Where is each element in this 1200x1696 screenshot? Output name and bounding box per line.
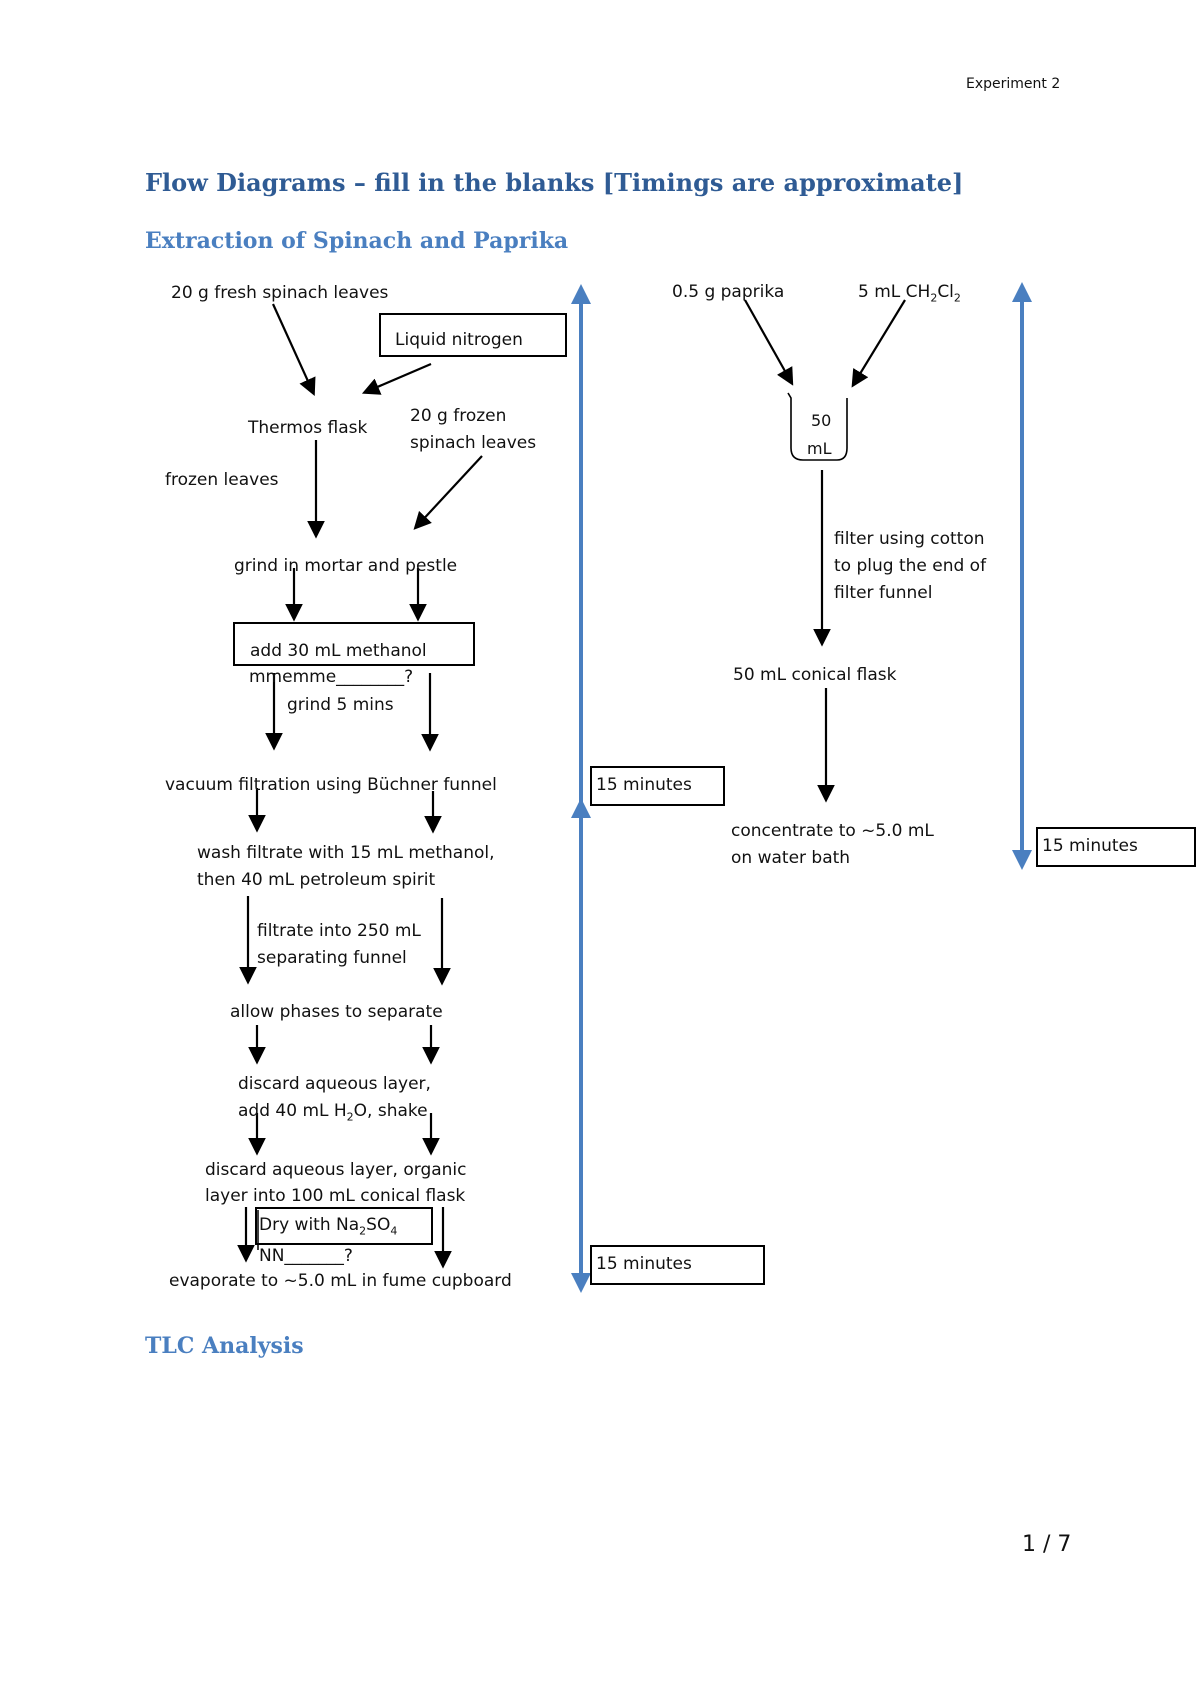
step-filter-3: filter funnel <box>834 583 933 603</box>
step-discard-1a: discard aqueous layer, <box>238 1074 431 1094</box>
step-paprika: 0.5 g paprika <box>672 282 785 302</box>
section-heading-extraction: Extraction of Spinach and Paprika <box>145 228 569 254</box>
beaker-label-2: mL <box>807 439 832 458</box>
step-frozen-spinach-2: spinach leaves <box>410 433 537 453</box>
step-dichloromethane: 5 mL CH2Cl2 <box>858 282 961 305</box>
step-fresh-spinach: 20 g fresh spinach leaves <box>171 283 389 303</box>
step-discard-2a: discard aqueous layer, organic <box>205 1160 467 1180</box>
step-conical-flask: 50 mL conical flask <box>733 665 897 685</box>
blank-answer-2: NN_______? <box>259 1246 353 1266</box>
step-frozen-spinach-1: 20 g frozen <box>410 406 507 426</box>
beaker-outline <box>787 392 848 461</box>
step-evaporate: evaporate to ~5.0 mL in fume cupboard <box>169 1271 512 1291</box>
step-discard-1b: add 40 mL H2O, shake <box>238 1101 428 1124</box>
section-heading-tlc: TLC Analysis <box>145 1333 304 1359</box>
page-number: 1 / 7 <box>1022 1532 1072 1557</box>
dry-label: Dry with Na2SO4 <box>259 1215 398 1238</box>
blank-answer-1: mmemme________? <box>249 667 414 687</box>
step-vacuum-filtration: vacuum filtration using Büchner funnel <box>165 775 497 795</box>
step-wash-2: then 40 mL petroleum spirit <box>197 870 436 890</box>
step-filter-2: to plug the end of <box>834 556 987 576</box>
timing-box-spinach-2: 15 minutes <box>590 1245 765 1285</box>
timing-label: 15 minutes <box>1042 836 1138 856</box>
step-filtrate-1: filtrate into 250 mL <box>257 921 421 941</box>
step-filter-1: filter using cotton <box>834 529 985 549</box>
add-methanol-box: add 30 mL methanol <box>233 622 475 666</box>
step-grind-5-mins: grind 5 mins <box>287 695 394 715</box>
step-discard-2b: layer into 100 mL conical flask <box>205 1186 466 1206</box>
page-title: Flow Diagrams – fill in the blanks [Timi… <box>145 168 964 197</box>
step-concentrate-1: concentrate to ~5.0 mL <box>731 821 934 841</box>
dry-box: Dry with Na2SO4 <box>255 1207 433 1245</box>
step-thermos-flask: Thermos flask <box>248 418 368 438</box>
liquid-nitrogen-box: Liquid nitrogen <box>379 313 567 357</box>
arrow-fresh-to-thermos <box>271 303 316 397</box>
step-wash-1: wash filtrate with 15 mL methanol, <box>197 843 495 863</box>
timing-box-spinach-1: 15 minutes <box>590 766 725 806</box>
arrow-paprika-to-beaker <box>744 299 794 386</box>
timing-label: 15 minutes <box>596 1254 692 1274</box>
add-methanol-label: add 30 mL methanol <box>250 641 427 661</box>
arrow-n2-to-thermos <box>361 362 432 395</box>
liquid-nitrogen-label: Liquid nitrogen <box>395 330 523 350</box>
label-frozen-leaves: frozen leaves <box>165 470 279 490</box>
timing-box-paprika: 15 minutes <box>1036 827 1196 867</box>
timing-label: 15 minutes <box>596 775 692 795</box>
step-allow-phases: allow phases to separate <box>230 1002 443 1022</box>
step-grind-mortar: grind in mortar and pestle <box>234 556 458 576</box>
step-filtrate-2: separating funnel <box>257 948 407 968</box>
arrow-solvent-to-beaker <box>851 299 906 388</box>
beaker-label-1: 50 <box>811 411 832 430</box>
step-concentrate-2: on water bath <box>731 848 851 868</box>
running-header: Experiment 2 <box>966 76 1061 92</box>
arrow-frozen-to-grind <box>413 455 483 530</box>
